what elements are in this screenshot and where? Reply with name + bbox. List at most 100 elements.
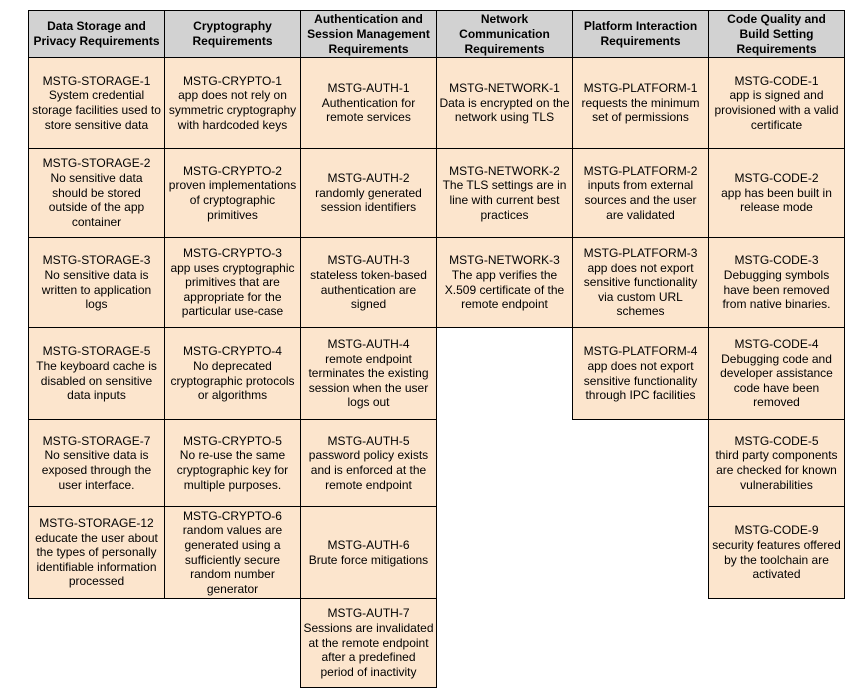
cell-mstg-platform-4: MSTG-PLATFORM-4 app does not export sens… (572, 327, 709, 420)
requirement-desc: third party components are checked for k… (715, 448, 838, 492)
column-header-platform: Platform Interaction Requirements (572, 10, 709, 58)
cell-mstg-storage-2: MSTG-STORAGE-2 No sensitive data should … (28, 148, 165, 238)
requirement-id: MSTG-STORAGE-1 (42, 73, 151, 88)
cell-mstg-crypto-4: MSTG-CRYPTO-4 No deprecated cryptographi… (164, 327, 301, 420)
requirement-id: MSTG-PLATFORM-3 (583, 245, 698, 260)
requirement-desc: random values are generated using a suff… (182, 523, 283, 596)
cell-mstg-code-2: MSTG-CODE-2 app has been built in releas… (708, 148, 845, 238)
requirement-desc: app is signed and provisioned with a val… (714, 88, 839, 132)
column-network-communication: Network Communication Requirements MSTG-… (436, 10, 573, 328)
requirement-id: MSTG-AUTH-5 (327, 433, 410, 448)
requirement-id: MSTG-CRYPTO-2 (183, 163, 282, 178)
requirement-id: MSTG-AUTH-2 (327, 171, 410, 186)
requirement-id: MSTG-CODE-2 (734, 171, 819, 186)
requirement-desc: No deprecated cryptographic protocols or… (170, 358, 295, 403)
requirement-desc: educate the user about the types of pers… (35, 530, 158, 589)
requirement-desc: app does not rely on symmetric cryptogra… (168, 88, 297, 132)
cell-mstg-auth-1: MSTG-AUTH-1 Authentication for remote se… (300, 57, 437, 149)
requirement-id: MSTG-PLATFORM-1 (583, 81, 698, 96)
requirement-id: MSTG-CRYPTO-4 (183, 344, 282, 359)
requirement-desc: System credential storage facilities use… (32, 88, 161, 132)
cell-mstg-platform-3: MSTG-PLATFORM-3 app does not export sens… (572, 237, 709, 328)
requirement-desc: Brute force mitigations (308, 552, 429, 567)
cell-mstg-crypto-1: MSTG-CRYPTO-1 app does not rely on symme… (164, 57, 301, 149)
requirement-desc: app does not export sensitive functional… (583, 358, 698, 403)
requirement-desc: No sensitive data is written to applicat… (41, 267, 152, 312)
requirement-desc: inputs from external sources and the use… (584, 178, 697, 222)
cell-mstg-storage-3: MSTG-STORAGE-3 No sensitive data is writ… (28, 237, 165, 328)
requirement-desc: app does not export sensitive functional… (583, 260, 698, 319)
requirement-desc: No sensitive data should be stored outsi… (48, 171, 145, 229)
column-cryptography: Cryptography Requirements MSTG-CRYPTO-1 … (164, 10, 301, 599)
requirement-desc: security features offered by the toolcha… (712, 537, 841, 582)
requirement-id: MSTG-CODE-1 (734, 73, 819, 88)
column-auth-session: Authentication and Session Management Re… (300, 10, 437, 688)
cell-mstg-code-1: MSTG-CODE-1 app is signed and provisione… (708, 57, 845, 149)
requirement-id: MSTG-AUTH-4 (327, 336, 410, 351)
cell-mstg-auth-4: MSTG-AUTH-4 remote endpoint terminates t… (300, 327, 437, 420)
requirement-id: MSTG-CRYPTO-1 (183, 73, 282, 88)
requirement-desc: Authentication for remote services (321, 95, 416, 125)
cell-mstg-auth-2: MSTG-AUTH-2 randomly generated session i… (300, 148, 437, 238)
requirement-desc: password policy exists and is enforced a… (308, 448, 429, 492)
column-header-cryptography: Cryptography Requirements (164, 10, 301, 58)
requirement-id: MSTG-PLATFORM-4 (583, 344, 698, 359)
requirement-desc: remote endpoint terminates the existing … (308, 351, 429, 410)
requirement-id: MSTG-CODE-4 (734, 336, 819, 351)
requirement-desc: randomly generated session identifiers (315, 185, 422, 215)
requirement-id: MSTG-STORAGE-3 (42, 253, 151, 268)
cell-mstg-auth-5: MSTG-AUTH-5 password policy exists and i… (300, 419, 437, 507)
column-header-data-storage: Data Storage and Privacy Requirements (28, 10, 165, 58)
cell-mstg-auth-6: MSTG-AUTH-6 Brute force mitigations (300, 506, 437, 599)
requirement-id: MSTG-CRYPTO-6 (183, 508, 282, 523)
cell-mstg-auth-7: MSTG-AUTH-7 Sessions are invalidated at … (300, 598, 437, 688)
column-header-code-quality: Code Quality and Build Setting Requireme… (708, 10, 845, 58)
cell-mstg-crypto-6: MSTG-CRYPTO-6 random values are generate… (164, 506, 301, 599)
requirement-id: MSTG-AUTH-7 (327, 606, 410, 621)
requirement-id: MSTG-AUTH-3 (327, 253, 410, 268)
requirement-desc: Sessions are invalidated at the remote e… (303, 621, 434, 679)
cell-mstg-code-4: MSTG-CODE-4 Debugging code and developer… (708, 327, 845, 420)
requirement-id: MSTG-STORAGE-7 (42, 433, 151, 448)
requirement-id: MSTG-PLATFORM-2 (583, 163, 698, 178)
cell-mstg-crypto-3: MSTG-CRYPTO-3 app uses cryptographic pri… (164, 237, 301, 328)
requirement-desc: Debugging symbols have been removed from… (722, 267, 831, 312)
requirement-desc: The app verifies the X.509 certificate o… (444, 267, 565, 312)
requirement-id: MSTG-NETWORK-2 (449, 163, 560, 178)
cell-mstg-code-3: MSTG-CODE-3 Debugging symbols have been … (708, 237, 845, 328)
requirement-desc: The keyboard cache is disabled on sensit… (36, 358, 157, 403)
column-platform-interaction: Platform Interaction Requirements MSTG-P… (572, 10, 709, 420)
cell-mstg-storage-5: MSTG-STORAGE-5 The keyboard cache is dis… (28, 327, 165, 420)
cell-mstg-storage-12: MSTG-STORAGE-12 educate the user about t… (28, 506, 165, 599)
cell-mstg-platform-2: MSTG-PLATFORM-2 inputs from external sou… (572, 148, 709, 238)
cell-mstg-storage-7: MSTG-STORAGE-7 No sensitive data is expo… (28, 419, 165, 507)
cell-mstg-auth-3: MSTG-AUTH-3 stateless token-based authen… (300, 237, 437, 328)
column-header-auth-session: Authentication and Session Management Re… (300, 10, 437, 58)
column-data-storage-privacy: Data Storage and Privacy Requirements MS… (28, 10, 165, 599)
column-code-quality: Code Quality and Build Setting Requireme… (708, 10, 845, 599)
requirement-id: MSTG-NETWORK-3 (449, 253, 560, 268)
requirement-desc: No re-use the same cryptographic key for… (176, 448, 289, 492)
requirement-desc: app uses cryptographic primitives that a… (170, 260, 295, 319)
requirement-id: MSTG-AUTH-1 (327, 81, 410, 96)
requirement-id: MSTG-CRYPTO-5 (183, 433, 282, 448)
mstg-requirements-table: Data Storage and Privacy Requirements MS… (28, 10, 845, 688)
cell-mstg-code-9: MSTG-CODE-9 security features offered by… (708, 506, 845, 599)
requirement-desc: Data is encrypted on the network using T… (439, 95, 570, 125)
requirement-desc: app has been built in release mode (721, 185, 832, 215)
cell-mstg-storage-1: MSTG-STORAGE-1 System credential storage… (28, 57, 165, 149)
requirement-desc: proven implementations of cryptographic … (168, 178, 297, 222)
cell-mstg-network-1: MSTG-NETWORK-1 Data is encrypted on the … (436, 57, 573, 149)
requirement-desc: Debugging code and developer assistance … (720, 351, 833, 410)
requirement-id: MSTG-NETWORK-1 (449, 81, 560, 96)
cell-mstg-crypto-2: MSTG-CRYPTO-2 proven implementations of … (164, 148, 301, 238)
cell-mstg-platform-1: MSTG-PLATFORM-1 requests the minimum set… (572, 57, 709, 149)
requirement-desc: requests the minimum set of permissions (581, 95, 700, 125)
requirement-id: MSTG-STORAGE-12 (39, 515, 154, 530)
requirement-desc: The TLS settings are in line with curren… (442, 178, 567, 222)
cell-mstg-code-5: MSTG-CODE-5 third party components are c… (708, 419, 845, 507)
cell-mstg-network-3: MSTG-NETWORK-3 The app verifies the X.50… (436, 237, 573, 328)
cell-mstg-crypto-5: MSTG-CRYPTO-5 No re-use the same cryptog… (164, 419, 301, 507)
column-header-network: Network Communication Requirements (436, 10, 573, 58)
